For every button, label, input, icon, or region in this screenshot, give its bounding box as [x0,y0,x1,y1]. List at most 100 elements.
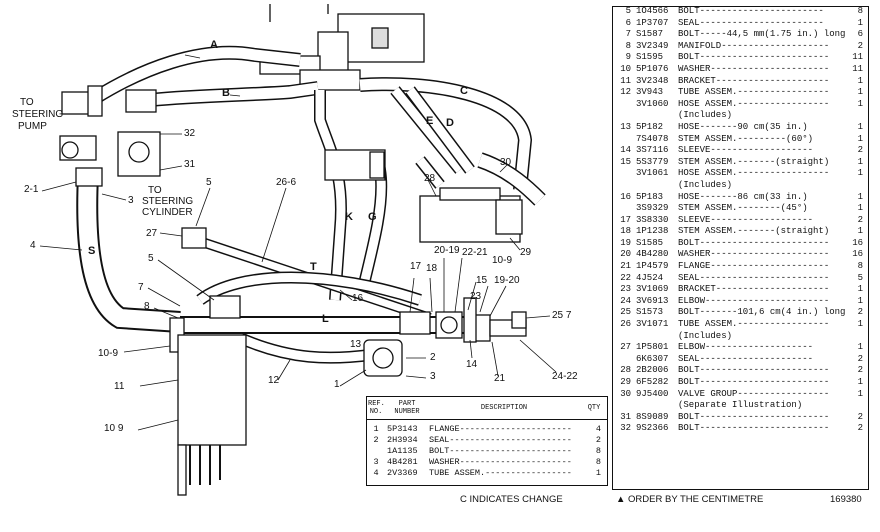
table-row: (Separate Illustration) [611,400,867,412]
cell-ref: 27 [620,342,631,353]
cell-pn: 5P182 [636,121,664,132]
cell-qty: 6 [857,29,863,40]
cell-desc: SLEEVE------------------- [678,214,814,225]
illustration-number: 169380 [830,494,862,505]
header-desc: DESCRIPTION [480,404,528,412]
cell-pn: 1P3707 [636,17,669,28]
cell-qty: 8 [857,261,863,272]
header-part: PART NUMBER [394,400,420,416]
cell-pn: 1P4579 [636,261,669,272]
cell-pn: 1O4566 [636,6,669,16]
cell-qty: 2 [857,423,863,434]
callout-26-6: 26-6 [276,177,297,188]
cell-desc: TUBE ASSEM.----------------- [678,87,830,98]
table-row: 3S9329 STEM ASSEM.--------(45°)1 [611,203,867,215]
parts-table-frame [612,6,869,490]
cell-desc: SEAL--------------------- [678,353,814,364]
cell-ref: 24 [620,295,631,306]
cell-qty: 11 [852,52,863,63]
cell-desc: STEM ASSEM.--------(45°) [678,203,808,214]
cell-ref: 8 [625,40,631,51]
diagram-drawing [39,4,557,496]
callout-21: 21 [494,373,506,384]
cell-qty: 1 [857,121,863,132]
callout-3a: 3 [128,195,134,206]
callout-5a: 5 [206,177,212,188]
callout-2-1: 2-1 [24,184,39,195]
cell-ref: 19 [620,237,631,248]
callout-k: K [345,211,353,223]
callout-31: 31 [184,159,196,170]
table-row: (Includes) [611,110,867,122]
table-row: (Includes) [611,180,867,192]
cell-desc: STEM ASSEM.-------(straight) [678,226,830,237]
callout-e: E [426,115,434,127]
cell-ref: 21 [620,261,631,272]
cell-pn: 5S3779 [636,156,669,167]
change-note: C INDICATES CHANGE [460,494,563,505]
callout-16: 16 [352,293,364,304]
callout-28: 28 [424,173,436,184]
cell-qty: 2 [857,353,863,364]
callout-s: S [88,245,96,257]
callout-17: 17 [410,261,422,272]
cell-desc: WASHER---------------------- [678,63,830,74]
cell-desc: BOLT------------------------ [678,377,830,387]
callout-20-19: 20-19 [434,245,460,256]
cell-desc: BRACKET--------------------- [678,284,830,295]
cell-desc: SEAL----------------------- [678,17,824,28]
cell-qty: 2 [857,145,863,156]
cell-ref: 32 [620,423,631,434]
cell-pn: 1P1238 [636,226,669,237]
cell-ref: 30 [620,388,631,399]
cell-desc: BOLT------------------------ [678,365,830,376]
valve-group [419,187,523,243]
cell-pn: 1P5801 [636,342,669,353]
pump-fitting [61,85,157,117]
cell-pn: 4B4280 [636,249,669,260]
callout-32: 32 [184,128,196,139]
cell-qty: 8 [857,6,863,16]
cell-desc: WASHER---------------------- [678,249,830,260]
bottom-table-header: REF. NO. PART NUMBER DESCRIPTION QTY [367,397,607,420]
callout-29: 29 [520,247,532,258]
cell-desc: BOLT------------------------ [678,423,830,434]
cell-qty: 1 [857,133,863,144]
table-row: 7S4078 STEM ASSEM.---------(60°)1 [611,134,867,146]
cell-pn: 3V943 [636,87,664,98]
cell-ref: 20 [620,249,631,260]
callout-5b: 5 [148,253,154,264]
cell-qty: 2 [857,40,863,51]
label-to-steering-pump-3: PUMP [18,121,47,132]
cell-ref: 31 [620,411,631,422]
callout-23: 23 [470,291,482,302]
callout-l: L [322,313,329,325]
callout-19-20: 19-20 [494,275,520,286]
cell-desc: (Includes) [678,110,733,121]
header-qty: QTY [587,404,601,412]
cell-desc: VALVE GROUP----------------- [678,388,830,399]
callout-7: 7 [138,282,144,293]
cell-ref: 17 [620,214,631,225]
callout-2b: 2 [430,352,436,363]
cell-pn: 5P183 [636,191,664,202]
bracket-11 [169,317,247,496]
cell-desc: STEM ASSEM.-------(straight) [678,156,830,167]
hydraulic-lines-diagram: TO STEERING PUMP TO STEERING CYLINDER A … [12,4,578,496]
cell-pn: 3V2349 [636,40,669,51]
cell-desc: HOSE-------86 cm(33 in.) [678,191,808,202]
